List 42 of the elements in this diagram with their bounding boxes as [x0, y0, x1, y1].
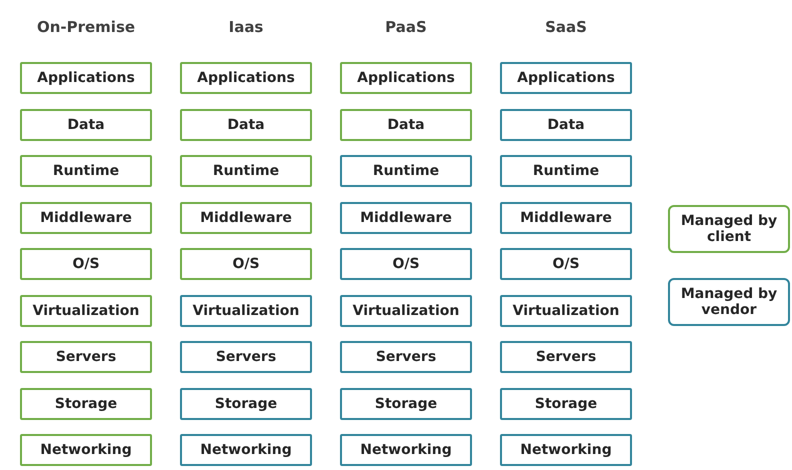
- layer-box: Networking: [180, 434, 312, 466]
- layer-box: O/S: [20, 248, 152, 280]
- layer-box: Networking: [340, 434, 472, 466]
- layer-box: Data: [180, 108, 312, 140]
- layer-box: Virtualization: [340, 294, 472, 326]
- legend-label: Managed by client: [680, 213, 778, 245]
- layer-box: Data: [20, 108, 152, 140]
- layer-box: O/S: [340, 248, 472, 280]
- layer-box: Storage: [180, 388, 312, 420]
- layer-box: Middleware: [340, 202, 472, 234]
- layer-box: Storage: [340, 388, 472, 420]
- layer-box: Runtime: [180, 155, 312, 187]
- layer-box: Servers: [20, 341, 152, 373]
- layer-box: Storage: [500, 388, 632, 420]
- layer-box: Virtualization: [500, 294, 632, 326]
- layer-box: Virtualization: [20, 294, 152, 326]
- layer-box: O/S: [500, 248, 632, 280]
- layer-box: Servers: [180, 341, 312, 373]
- layer-box: Applications: [180, 62, 312, 94]
- layer-box: O/S: [180, 248, 312, 280]
- layer-box: Middleware: [20, 202, 152, 234]
- layer-box: Servers: [340, 341, 472, 373]
- legend-label: Managed by vendor: [680, 286, 778, 318]
- column-heading: SaaS: [544, 18, 588, 36]
- layer-box: Storage: [20, 388, 152, 420]
- layer-box: Servers: [500, 341, 632, 373]
- layer-box: Applications: [340, 62, 472, 94]
- layer-box: Middleware: [500, 202, 632, 234]
- layer-box: Networking: [500, 434, 632, 466]
- column-heading: PaaS: [384, 18, 428, 36]
- layer-box: Runtime: [340, 155, 472, 187]
- layer-box: Data: [340, 108, 472, 140]
- layer-box: Data: [500, 108, 632, 140]
- layer-box: Networking: [20, 434, 152, 466]
- column-heading: On-Premise: [36, 18, 136, 36]
- layer-box: Runtime: [500, 155, 632, 187]
- layer-box: Applications: [20, 62, 152, 94]
- layer-box: Virtualization: [180, 294, 312, 326]
- layer-box: Runtime: [20, 155, 152, 187]
- column-heading: Iaas: [228, 18, 264, 36]
- layer-box: Applications: [500, 62, 632, 94]
- layer-box: Middleware: [180, 202, 312, 234]
